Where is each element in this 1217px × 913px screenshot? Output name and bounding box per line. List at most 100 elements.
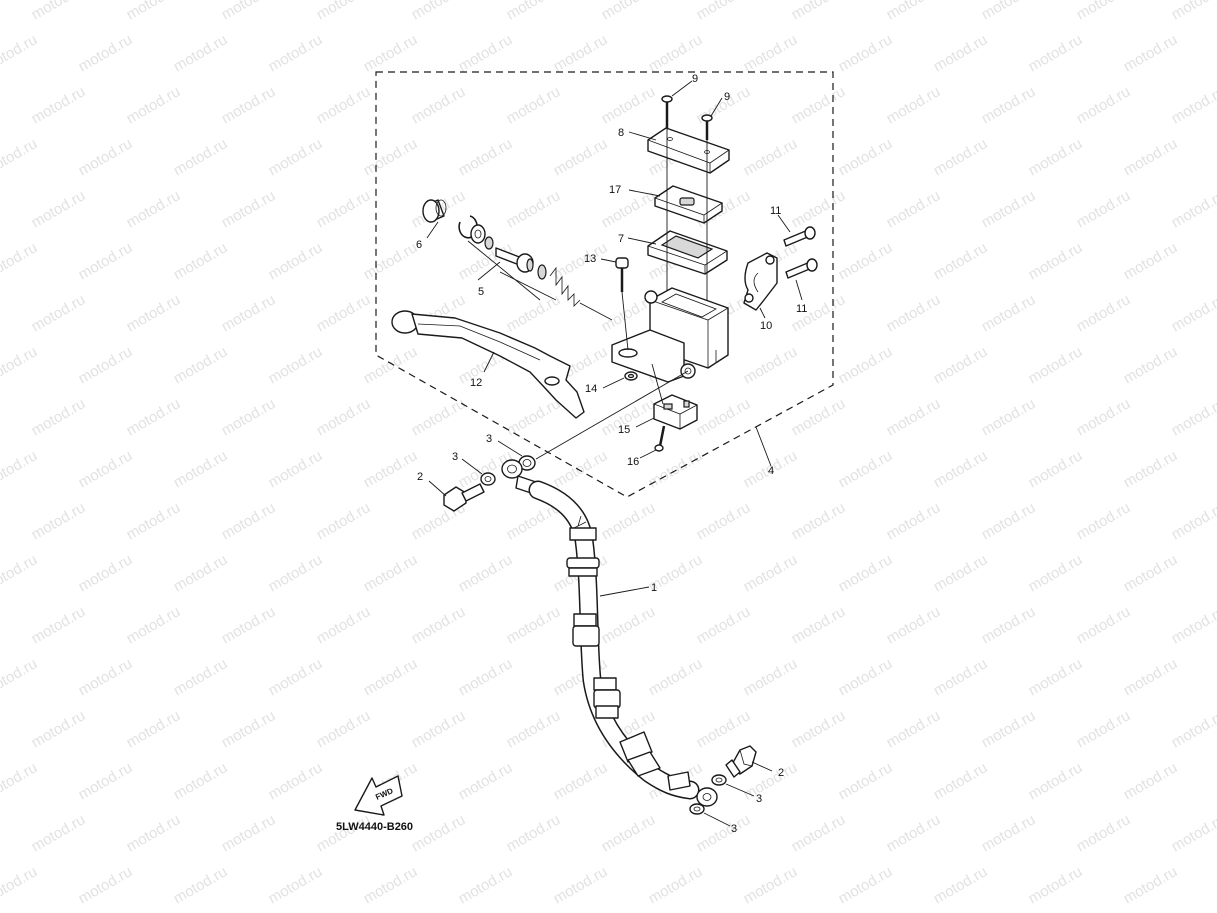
callout-15[interactable]: 15 xyxy=(618,424,630,436)
diaphragm-plate-17[interactable] xyxy=(654,185,723,224)
handlebar-clamp-10[interactable] xyxy=(743,252,778,311)
brake-lever-12[interactable] xyxy=(391,310,585,419)
callout-3[interactable]: 3 xyxy=(486,433,492,445)
watermark-text: motod.ru xyxy=(0,447,40,491)
watermark-text: motod.ru xyxy=(29,499,89,543)
pivot-bolt-13[interactable] xyxy=(615,257,629,292)
watermark-text: motod.ru xyxy=(789,0,849,23)
watermark-text: motod.ru xyxy=(1169,603,1217,647)
washer[interactable] xyxy=(470,224,486,244)
watermark-text: motod.ru xyxy=(1074,291,1134,335)
callout-9[interactable]: 9 xyxy=(724,91,730,103)
washer-3-lower-top[interactable] xyxy=(711,774,727,786)
watermark-text: motod.ru xyxy=(931,239,991,283)
watermark-text: motod.ru xyxy=(219,395,279,439)
watermark-text: motod.ru xyxy=(1074,811,1134,855)
watermark-text: motod.ru xyxy=(29,0,89,23)
washer-3-upper-left[interactable] xyxy=(480,472,496,486)
reservoir-cap-8[interactable] xyxy=(647,127,730,174)
callout-3[interactable]: 3 xyxy=(731,823,737,835)
callout-4[interactable]: 4 xyxy=(768,465,774,477)
boot-6[interactable] xyxy=(422,199,447,223)
watermark-text: motod.ru xyxy=(931,343,991,387)
screw-9-left[interactable] xyxy=(661,95,673,128)
watermark-text: motod.ru xyxy=(76,343,136,387)
watermark-text: motod.ru xyxy=(1074,395,1134,439)
watermark-text: motod.ru xyxy=(219,707,279,751)
brake-switch-15[interactable] xyxy=(653,394,698,430)
piston-5[interactable] xyxy=(495,247,534,273)
watermark-text: motod.ru xyxy=(266,31,326,75)
watermark-text: motod.ru xyxy=(266,447,326,491)
callout-3[interactable]: 3 xyxy=(756,793,762,805)
callout-7[interactable]: 7 xyxy=(618,233,624,245)
banjo-bolt-2-upper[interactable] xyxy=(443,483,485,512)
clamp-bolt-11-bottom[interactable] xyxy=(785,258,818,279)
callout-5[interactable]: 5 xyxy=(478,286,484,298)
watermark-text: motod.ru xyxy=(504,291,564,335)
watermark-text: motod.ru xyxy=(171,31,231,75)
callout-1[interactable]: 1 xyxy=(651,582,657,594)
watermark-text: motod.ru xyxy=(76,135,136,179)
watermark-text: motod.ru xyxy=(29,707,89,751)
callout-17[interactable]: 17 xyxy=(609,184,621,196)
watermark-text: motod.ru xyxy=(836,135,896,179)
spring[interactable] xyxy=(549,266,581,307)
watermark-text: motod.ru xyxy=(884,291,944,335)
nut-14[interactable] xyxy=(624,371,638,381)
seal-ring[interactable] xyxy=(484,236,494,250)
watermark-text: motod.ru xyxy=(361,447,421,491)
watermark-text: motod.ru xyxy=(836,655,896,699)
watermark-text: motod.ru xyxy=(361,31,421,75)
watermark-text: motod.ru xyxy=(361,863,421,907)
watermark-text: motod.ru xyxy=(1121,135,1181,179)
watermark-text: motod.ru xyxy=(979,187,1039,231)
callout-12[interactable]: 12 xyxy=(470,377,482,389)
callout-14[interactable]: 14 xyxy=(585,383,597,395)
cup-seal[interactable] xyxy=(537,264,547,280)
watermark-text: motod.ru xyxy=(979,291,1039,335)
callout-8[interactable]: 8 xyxy=(618,127,624,139)
callout-2[interactable]: 2 xyxy=(778,767,784,779)
watermark-text: motod.ru xyxy=(741,31,801,75)
callout-9[interactable]: 9 xyxy=(692,73,698,85)
master-cylinder-body[interactable] xyxy=(611,287,729,383)
banjo-bolt-2-lower[interactable] xyxy=(725,745,757,778)
callout-3[interactable]: 3 xyxy=(452,451,458,463)
watermark-text: motod.ru xyxy=(884,395,944,439)
watermark-text: motod.ru xyxy=(76,551,136,595)
watermark-text: motod.ru xyxy=(1026,655,1086,699)
callout-16[interactable]: 16 xyxy=(627,456,639,468)
watermark-text: motod.ru xyxy=(836,447,896,491)
watermark-text: motod.ru xyxy=(76,863,136,907)
screw-9-right[interactable] xyxy=(701,114,713,140)
callout-13[interactable]: 13 xyxy=(584,253,596,265)
watermark-text: motod.ru xyxy=(551,759,611,803)
watermark-text: motod.ru xyxy=(29,291,89,335)
screw-16[interactable] xyxy=(654,425,666,452)
watermark-text: motod.ru xyxy=(931,863,991,907)
watermark-text: motod.ru xyxy=(1169,0,1217,23)
watermark-text: motod.ru xyxy=(219,291,279,335)
watermark-text: motod.ru xyxy=(551,239,611,283)
watermark-text: motod.ru xyxy=(979,0,1039,23)
watermark-text: motod.ru xyxy=(124,707,184,751)
callout-10[interactable]: 10 xyxy=(760,320,772,332)
callout-11[interactable]: 11 xyxy=(770,205,781,217)
watermark-text: motod.ru xyxy=(979,395,1039,439)
watermark-text: motod.ru xyxy=(456,863,516,907)
banjo-fitting-lower[interactable] xyxy=(696,787,718,807)
callout-11[interactable]: 11 xyxy=(796,303,807,315)
brake-hose-1[interactable] xyxy=(528,480,700,800)
watermark-text: motod.ru xyxy=(456,655,516,699)
callout-2[interactable]: 2 xyxy=(417,471,423,483)
washer-3-lower-bottom[interactable] xyxy=(689,803,705,815)
watermark-text: motod.ru xyxy=(1074,707,1134,751)
watermark-text: motod.ru xyxy=(361,135,421,179)
callout-6[interactable]: 6 xyxy=(416,239,422,251)
watermark-text: motod.ru xyxy=(76,447,136,491)
watermark-text: motod.ru xyxy=(0,135,40,179)
watermark-text: motod.ru xyxy=(409,0,469,23)
watermark-text: motod.ru xyxy=(504,0,564,23)
clamp-bolt-11-top[interactable] xyxy=(783,226,816,247)
